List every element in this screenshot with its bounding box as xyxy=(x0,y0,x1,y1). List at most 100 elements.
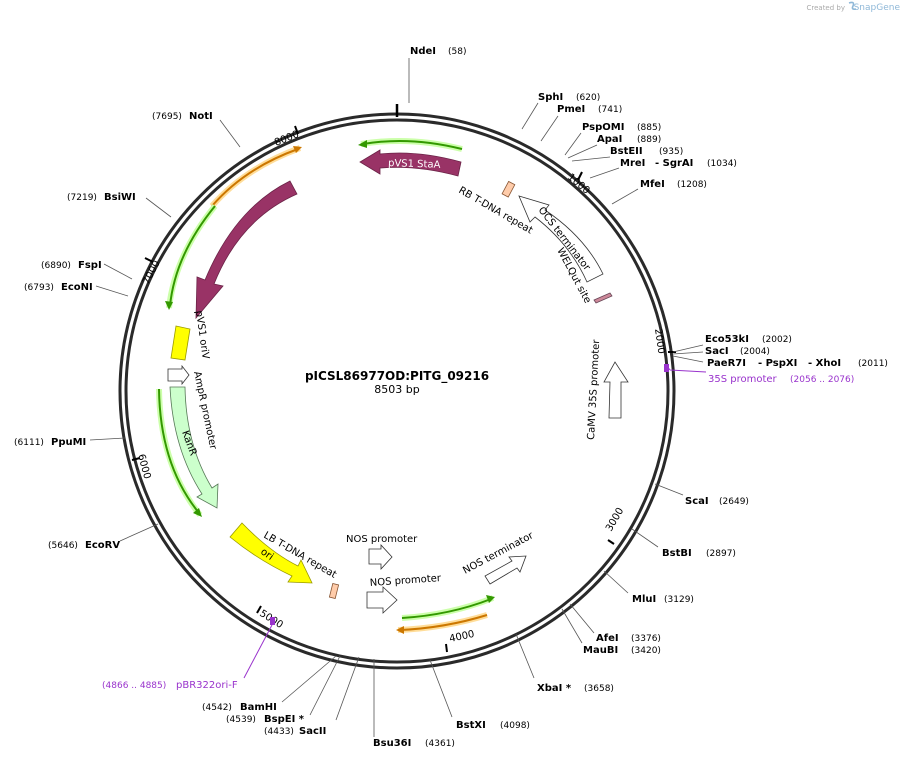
feature-label-nos-promoter-1: NOS promoter xyxy=(346,534,418,545)
site-pos-pspomi: (885) xyxy=(637,123,661,133)
site-name-bspei: BspEI * xyxy=(264,714,305,725)
site-name-xbai: XbaI * xyxy=(537,683,572,694)
feature-pvs1-oriv xyxy=(170,325,191,361)
site-pos-noti: (7695) xyxy=(152,112,182,122)
site-name-scai: ScaI xyxy=(685,496,709,507)
site-name-ppumi: PpuMI xyxy=(51,437,86,448)
primer-35s-label: 35S promoter xyxy=(708,374,778,385)
site-name-saci: SacI xyxy=(705,346,729,357)
feature-camv-35s-promoter xyxy=(603,361,629,419)
site-pos-bsteii: (935) xyxy=(659,147,683,157)
tick-label-1000: 1000 xyxy=(565,172,592,197)
feature-ampr-promoter xyxy=(167,364,190,386)
site-pos-bstbi: (2897) xyxy=(706,549,736,559)
feature-label-ampr-promoter: AmpR promoter xyxy=(191,370,218,451)
site-name-apai: ApaI xyxy=(597,134,622,145)
site-name-afei: AfeI xyxy=(596,633,619,644)
site-pos-bamhi: (4542) xyxy=(202,703,232,713)
site-pos-bsu36i: (4361) xyxy=(425,739,455,749)
site-name-econi: EcoNI xyxy=(61,282,93,293)
site-name-fspi: FspI xyxy=(78,260,102,271)
site-pos-xhoi: (2011) xyxy=(858,359,888,369)
feature-nos-promoter-2 xyxy=(366,586,398,614)
feature-label-nos-promoter-2: NOS promoter xyxy=(369,573,442,589)
feature-pvs1-repa xyxy=(195,180,298,320)
site-name-bsu36i: Bsu36I xyxy=(373,738,411,749)
site-pos-scai: (2649) xyxy=(719,497,749,507)
site-pos-mlui: (3129) xyxy=(664,595,694,605)
site-name-bstxi: BstXI xyxy=(456,720,486,731)
primer-35s-mark xyxy=(664,364,669,372)
feature-label-camv-35s-promoter: CaMV 35S promoter xyxy=(586,338,602,440)
site-leaders xyxy=(89,58,704,737)
feature-nos-terminator xyxy=(484,555,527,585)
feature-ocs-terminator xyxy=(518,195,604,283)
site-name-bsteii: BstEII xyxy=(610,146,643,157)
site-name-bsiwi: BsiWI xyxy=(104,192,136,203)
site-name-sacii: SacII xyxy=(299,726,326,737)
orf-indicators xyxy=(156,137,495,634)
tick-label-8000: 8000 xyxy=(273,129,301,149)
site-pos-ndei: (58) xyxy=(448,47,466,57)
feature-label-rb-repeat: RB T-DNA repeat xyxy=(457,185,535,236)
feature-label-pvs1-oriv: pVS1 oriV xyxy=(193,310,211,360)
tick-label-4000: 4000 xyxy=(448,629,475,645)
site-name-pspomi: PspOMI xyxy=(582,122,624,133)
site-pos-mfei: (1208) xyxy=(677,180,707,190)
tick-label-3000: 3000 xyxy=(604,506,626,534)
site-name-pspxi: - PspXI xyxy=(758,358,797,369)
site-name-bamhi: BamHI xyxy=(240,702,277,713)
site-pos-econi: (6793) xyxy=(24,283,54,293)
plasmid-size: 8503 bp xyxy=(374,383,419,396)
site-pos-bstxi: (4098) xyxy=(500,721,530,731)
site-pos-saci: (2004) xyxy=(740,347,770,357)
site-name-mlui: MluI xyxy=(632,594,656,605)
site-name-bstbi: BstBI xyxy=(662,548,692,559)
watermark-brand: SnapGene xyxy=(854,3,901,13)
site-name-maubi: MauBI xyxy=(583,645,618,656)
site-pos-bspei: (4539) xyxy=(226,715,256,725)
restriction-sites: NdeI (58) SphI (620) PmeI (741) PspOMI (… xyxy=(14,46,888,749)
backbone-inner xyxy=(124,118,670,664)
site-pos-xbai: (3658) xyxy=(584,684,614,694)
feature-lb-repeat xyxy=(328,582,340,600)
site-name-paer7i: PaeR7I xyxy=(707,358,746,369)
tick-label-7000: 7000 xyxy=(141,259,163,287)
site-pos-bsiwi: (7219) xyxy=(67,193,97,203)
primers: 35S promoter (2056 .. 2076) pBR322ori-F … xyxy=(102,364,854,691)
site-name-mrei: MreI xyxy=(620,158,645,169)
site-name-pmei: PmeI xyxy=(557,104,585,115)
feature-welqut-site xyxy=(593,292,613,304)
site-name-ecorv: EcoRV xyxy=(85,540,120,551)
site-pos-fspi: (6890) xyxy=(41,261,71,271)
site-pos-sphi: (620) xyxy=(576,93,600,103)
primer-pbr322-label: pBR322ori-F xyxy=(176,680,238,691)
site-name-sgrai: - SgrAI xyxy=(655,158,693,169)
site-name-eco53ki: Eco53kI xyxy=(705,334,749,345)
site-pos-pmei: (741) xyxy=(598,105,622,115)
feature-nos-promoter-1 xyxy=(368,543,393,571)
snapgene-logo-icon xyxy=(848,1,857,10)
site-name-sphi: SphI xyxy=(538,92,563,103)
primer-pbr322-mark xyxy=(270,617,275,625)
primer-pbr322-range: (4866 .. 4885) xyxy=(102,681,166,691)
plasmid-name: pICSL86977OD:PITG_09216 xyxy=(305,369,489,384)
site-pos-afei: (3376) xyxy=(631,634,661,644)
site-pos-sacii: (4433) xyxy=(264,727,294,737)
site-pos-sgrai: (1034) xyxy=(707,159,737,169)
feature-kanr xyxy=(169,386,219,509)
feature-ori xyxy=(229,522,313,584)
primer-35s-range: (2056 .. 2076) xyxy=(790,375,854,385)
site-pos-eco53ki: (2002) xyxy=(762,335,792,345)
site-name-mfei: MfeI xyxy=(640,179,665,190)
tick-label-2000: 2000 xyxy=(652,328,666,355)
site-pos-ecorv: (5646) xyxy=(48,541,78,551)
site-pos-maubi: (3420) xyxy=(631,646,661,656)
site-pos-ppumi: (6111) xyxy=(14,438,44,448)
watermark-created-by: Created by xyxy=(806,4,845,12)
feature-label-pvs1-staa: pVS1 StaA xyxy=(388,158,441,171)
feature-pvs1-staa xyxy=(359,149,462,177)
site-name-xhoi: - XhoI xyxy=(808,358,841,369)
site-pos-apai: (889) xyxy=(637,135,661,145)
